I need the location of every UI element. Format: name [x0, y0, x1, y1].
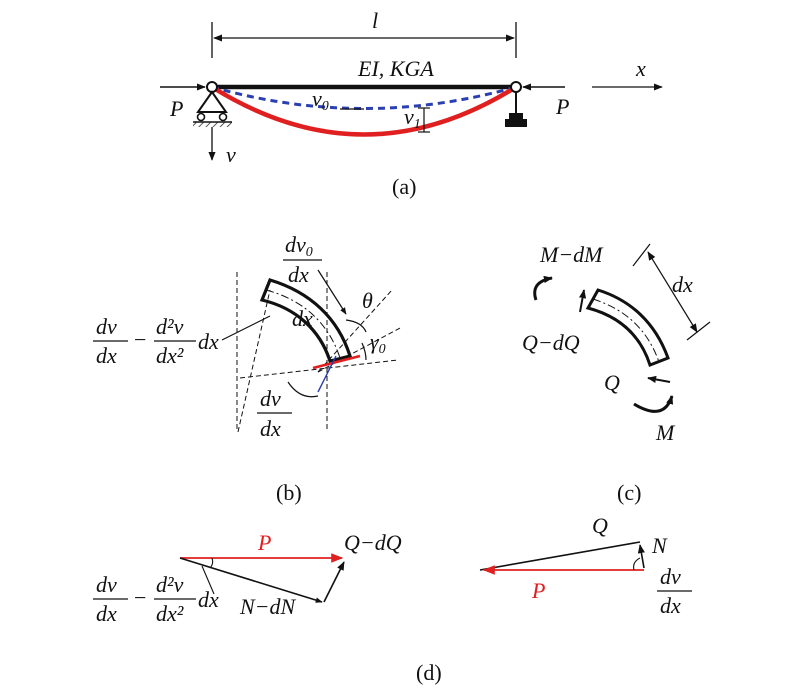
dvdx-numerator: dv [260, 386, 281, 411]
force-n-dn [179, 557, 323, 603]
force-p-left-label: P [257, 530, 271, 555]
d-slope-d2v-numerator: d²v [156, 572, 184, 597]
dvdx-denominator: dx [260, 416, 281, 441]
shear-q-dq-arrow [579, 289, 587, 313]
d-slope-minus: − [134, 585, 146, 610]
right-pin [510, 81, 522, 93]
d-slope-dx2-denominator: dx² [156, 601, 184, 626]
theta-label: θ [362, 288, 373, 313]
force-q-right [479, 541, 641, 571]
moment-m-arrow [633, 395, 674, 413]
stiffness-label: EI, KGA [357, 56, 434, 81]
panel-b: dv0 dx θ γ0 dx dv dx − d²v dx² dx dv dx … [93, 232, 401, 505]
panel-a: l EI, KGA v0 v1 P P x v [160, 8, 663, 199]
force-q-dq-label: Q−dQ [344, 530, 402, 555]
element-length-label: dx [672, 272, 693, 297]
slope-dx-tail: dx [198, 329, 219, 354]
dv0-dx-numerator: dv0 [285, 232, 313, 260]
d-slope-dx-tail: dx [198, 587, 219, 612]
slope-dx-denominator: dx [96, 343, 117, 368]
deflection-v0-curve [211, 85, 517, 110]
curved-element [259, 278, 353, 363]
moment-m-dm-arrow [533, 275, 553, 301]
shear-q-dq-label: Q−dQ [522, 330, 580, 355]
force-n-dn-label: N−dN [239, 594, 297, 619]
right-load-label: P [555, 94, 569, 119]
moment-m-dm-label: M−dM [539, 242, 604, 267]
force-n-right [637, 544, 645, 569]
panel-d: P Q−dQ N−dN dv dx − d²v dx² dx Q N P dv … [93, 513, 692, 685]
gamma0-label: γ0 [370, 329, 386, 357]
caption-d: (d) [416, 660, 442, 685]
end-section [312, 354, 361, 370]
force-q-right-label: Q [592, 513, 608, 538]
force-element [585, 288, 670, 367]
d-dvdx-denominator: dx [660, 593, 681, 618]
v0-label: v0 [312, 86, 329, 114]
force-n-right-label: N [651, 533, 668, 558]
force-q-dq [323, 561, 345, 603]
d-slope-dx-denominator: dx [96, 601, 117, 626]
slope-d2v-numerator: d²v [156, 314, 184, 339]
x-axis-label: x [635, 56, 646, 81]
slope-dx2-denominator: dx² [156, 343, 184, 368]
d-dvdx-numerator: dv [660, 564, 681, 589]
moment-m-label: M [655, 420, 676, 445]
caption-a: (a) [392, 174, 416, 199]
element-dx-label: dx [292, 306, 313, 331]
force-p-right-label: P [531, 578, 545, 603]
shear-q-label: Q [604, 370, 620, 395]
v1-label: v1 [404, 104, 421, 132]
panel-c: dx M−dM Q−dQ Q M (c) [522, 242, 711, 505]
slope-minus: − [134, 327, 146, 352]
dv0-dx-denominator: dx [288, 262, 309, 287]
length-label: l [372, 8, 378, 33]
shear-q-arrow [647, 375, 671, 383]
caption-b: (b) [276, 480, 302, 505]
dv0-pointer [317, 269, 347, 315]
element-length-dimension [647, 251, 698, 333]
left-load-label: P [169, 96, 183, 121]
d-slope-dv-numerator: dv [96, 572, 117, 597]
caption-c: (c) [617, 480, 641, 505]
deflection-v1-curve [210, 85, 518, 137]
v-axis-label: v [226, 142, 236, 167]
slope-dv-numerator: dv [96, 314, 117, 339]
rotated-normal [317, 355, 337, 393]
